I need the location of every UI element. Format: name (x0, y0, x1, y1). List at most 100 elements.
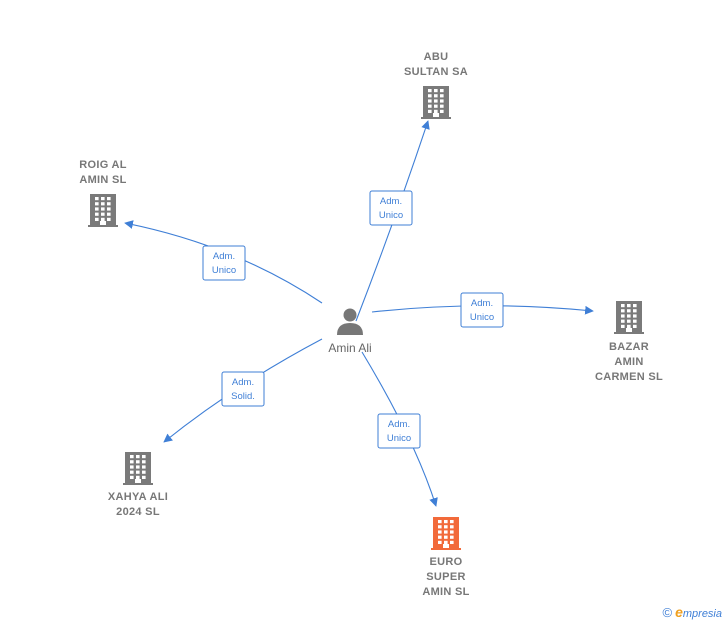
person-head (343, 308, 357, 322)
building-window (428, 104, 432, 108)
building-window (434, 89, 438, 93)
edge-label-box (377, 413, 421, 449)
building-window (428, 94, 432, 98)
building-window (621, 304, 625, 308)
building-door (443, 544, 449, 549)
building-window (95, 217, 99, 221)
building-window (633, 319, 637, 323)
building-window (450, 535, 454, 539)
edges-layer (124, 120, 594, 507)
edge-label-xahya[interactable]: Adm. Solid. (221, 371, 265, 407)
edge-label-box (369, 190, 413, 226)
building-window (434, 109, 438, 113)
building-window (438, 525, 442, 529)
building-window (95, 197, 99, 201)
edge-label-line: Solid. (231, 391, 255, 402)
building-window (130, 455, 134, 459)
building-base (431, 548, 461, 550)
building-window (428, 109, 432, 113)
building-door (433, 113, 439, 118)
edge-label-line: Unico (387, 433, 411, 444)
company-name-line: CARMEN SL (595, 371, 663, 383)
building-icon[interactable] (421, 86, 451, 119)
edge-label-euro[interactable]: Adm. Unico (377, 413, 421, 449)
company-name-line: 2024 SL (116, 506, 160, 518)
building-window (136, 455, 140, 459)
building-window (627, 324, 631, 328)
building-window (107, 212, 111, 216)
building-window (434, 104, 438, 108)
edge-label-box (460, 292, 504, 328)
building-window (434, 99, 438, 103)
building-window (142, 470, 146, 474)
building-window (142, 465, 146, 469)
building-window (438, 540, 442, 544)
building-window (438, 535, 442, 539)
building-window (450, 530, 454, 534)
building-window (440, 109, 444, 113)
edge-label-bazar[interactable]: Adm.Unico (460, 292, 504, 328)
footer-brand[interactable]: ©empresia (662, 604, 722, 620)
building-window (633, 324, 637, 328)
building-window (107, 217, 111, 221)
company-label-xahya[interactable]: XAHYA ALI 2024 SL (108, 491, 168, 518)
building-window (107, 207, 111, 211)
company-name-line: BAZAR (609, 341, 649, 353)
building-icon[interactable] (431, 517, 461, 550)
edge-label-line: Unico (212, 265, 236, 276)
building-window (450, 525, 454, 529)
building-base (123, 483, 153, 485)
edge-label-line: Unico (379, 210, 403, 221)
building-window (621, 324, 625, 328)
building-window (101, 207, 105, 211)
building-window (633, 304, 637, 308)
building-window (142, 460, 146, 464)
copyright-symbol: © (662, 605, 673, 620)
company-name-line: AMIN SL (422, 586, 469, 598)
company-name-line: XAHYA ALI (108, 491, 168, 503)
edge-label-roig[interactable]: Adm. Unico (202, 245, 246, 281)
building-window (101, 217, 105, 221)
building-window (434, 94, 438, 98)
company-name-line: SULTAN SA (404, 66, 468, 78)
building-window (101, 202, 105, 206)
building-icon[interactable] (614, 301, 644, 334)
building-icon[interactable] (88, 194, 118, 227)
edge-labels-layer: Adm.UnicoAdm.UnicoAdm.UnicoAdm.Solid.Adm… (202, 190, 504, 449)
building-window (633, 314, 637, 318)
building-window (95, 207, 99, 211)
edge-label-line: Adm. (471, 298, 493, 309)
building-window (95, 212, 99, 216)
building-door (626, 328, 632, 333)
building-door (135, 479, 141, 484)
building-window (621, 314, 625, 318)
edge-label-line: Adm. (388, 419, 410, 430)
building-window (101, 212, 105, 216)
building-window (440, 94, 444, 98)
building-icon[interactable] (123, 452, 153, 485)
person-icon[interactable] (337, 308, 363, 336)
building-window (440, 89, 444, 93)
building-window (107, 197, 111, 201)
building-window (136, 470, 140, 474)
brand-initial: e (675, 604, 683, 620)
building-window (142, 455, 146, 459)
building-window (621, 319, 625, 323)
edge-label-line: Adm. (213, 251, 235, 262)
building-window (627, 304, 631, 308)
edge-label-line: Adm. (232, 377, 254, 388)
building-window (130, 475, 134, 479)
building-window (136, 465, 140, 469)
building-window (627, 319, 631, 323)
building-window (130, 465, 134, 469)
person-name: Amin Ali (328, 341, 371, 355)
building-window (444, 520, 448, 524)
building-window (440, 104, 444, 108)
edge-label-abu[interactable]: Adm.Unico (369, 190, 413, 226)
building-window (627, 314, 631, 318)
